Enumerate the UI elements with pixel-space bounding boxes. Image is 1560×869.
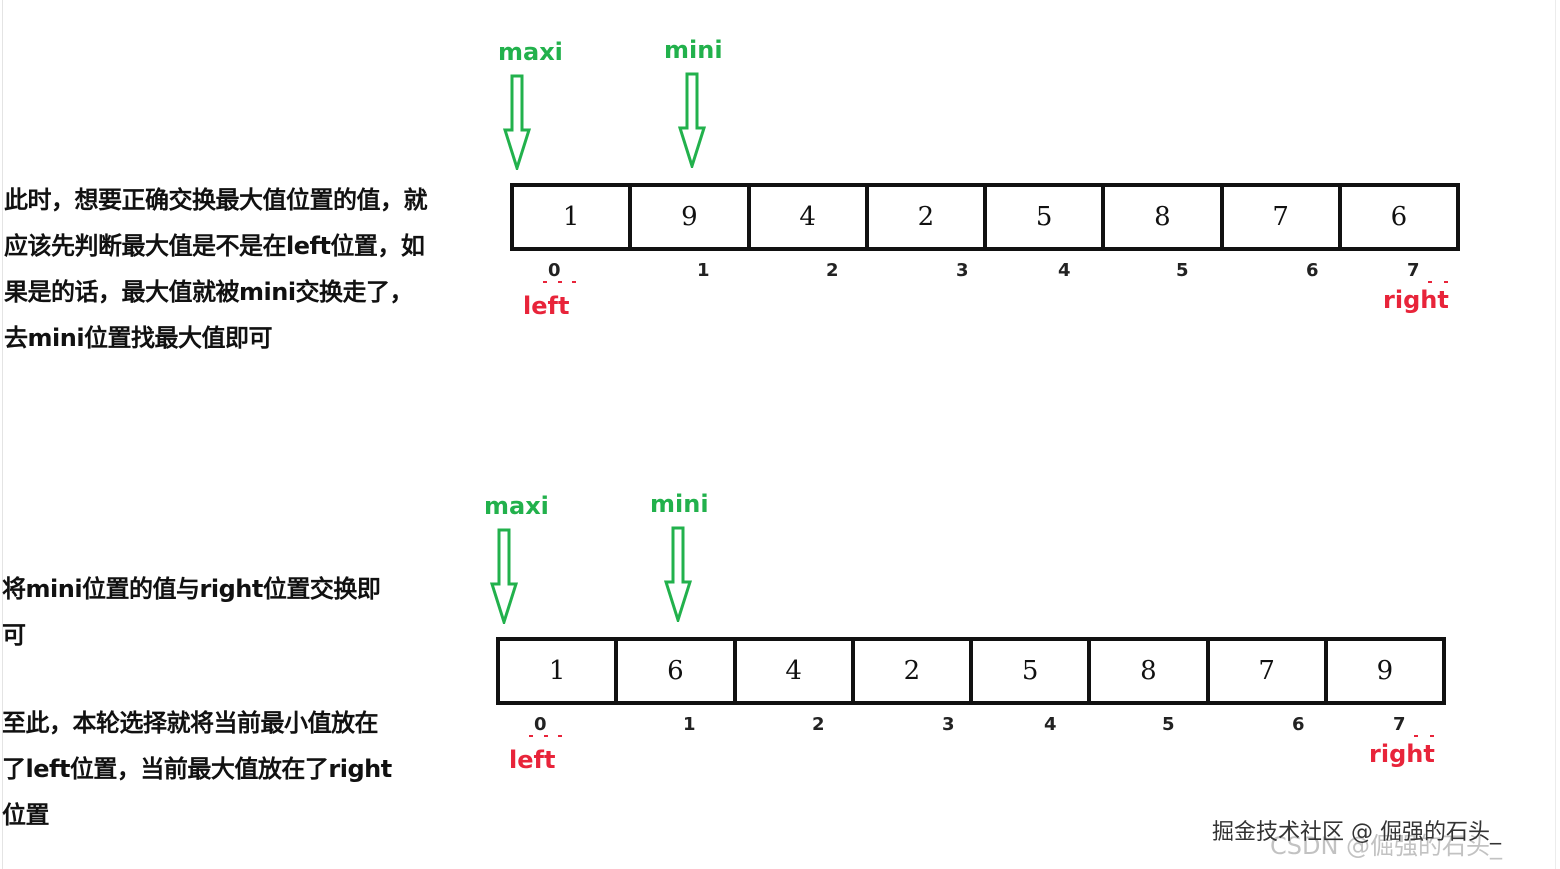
marker-tick <box>558 281 562 283</box>
panel2-desc-line: 位置 <box>2 801 49 829</box>
array-index: 2 <box>812 714 825 735</box>
down-arrow-icon <box>503 74 531 170</box>
panel2-desc-line: 可 <box>2 621 26 649</box>
array-cell: 8 <box>1091 641 1210 701</box>
panel2-desc-line: 将mini位置的值与right位置交换即 <box>2 575 381 603</box>
array-index: 5 <box>1176 260 1189 281</box>
panel2-desc-line: 至此，本轮选择就将当前最小值放在 <box>2 709 378 737</box>
array-index: 1 <box>683 714 696 735</box>
left-edge-rule <box>2 0 3 869</box>
panel2-array: 1 6 4 2 5 8 7 9 <box>496 637 1446 705</box>
down-arrow-icon <box>490 528 518 624</box>
array-index: 4 <box>1044 714 1057 735</box>
panel2-mini-label: mini <box>650 490 709 518</box>
array-index: 6 <box>1306 260 1319 281</box>
array-index: 0 <box>548 260 561 281</box>
down-arrow-icon <box>678 72 706 168</box>
marker-tick <box>1430 735 1434 737</box>
array-cell: 4 <box>751 187 869 247</box>
panel1-array: 1 9 4 2 5 8 7 6 <box>510 183 1460 251</box>
array-cell: 4 <box>737 641 855 701</box>
array-cell: 9 <box>1376 656 1394 686</box>
marker-tick <box>558 735 562 737</box>
array-cell: 6 <box>1390 202 1408 232</box>
array-index: 7 <box>1393 714 1406 735</box>
array-cell: 9 <box>632 187 751 247</box>
panel2-right-label: right <box>1369 740 1435 768</box>
array-index: 2 <box>826 260 839 281</box>
watermark-primary: 掘金技术社区 @ 倔强的石头_ <box>1212 820 1501 845</box>
watermark-secondary: CSDN @倔强的石头_ <box>1270 832 1503 860</box>
panel2-left-label: left <box>509 746 556 774</box>
array-cell: 5 <box>987 187 1106 247</box>
array-index: 4 <box>1058 260 1071 281</box>
array-index: 1 <box>697 260 710 281</box>
array-cell: 5 <box>973 641 1092 701</box>
marker-tick <box>544 735 548 737</box>
panel2-description-a: 将mini位置的值与right位置交换即 可 <box>2 566 381 658</box>
array-cell: 1 <box>500 641 619 701</box>
panel1-description: 此时，想要正确交换最大值位置的值，就 应该先判断最大值是不是在left位置，如 … <box>4 177 428 361</box>
panel1-maxi-label: maxi <box>498 38 563 66</box>
array-cell: 2 <box>869 187 987 247</box>
array-cell: 6 <box>618 641 737 701</box>
array-index: 3 <box>956 260 969 281</box>
array-index: 7 <box>1407 260 1420 281</box>
marker-tick <box>543 281 547 283</box>
marker-tick <box>1444 281 1448 283</box>
right-edge-rule <box>1555 0 1556 869</box>
panel1-right-label: right <box>1383 286 1449 314</box>
array-index: 6 <box>1292 714 1305 735</box>
panel1-mini-label: mini <box>664 36 723 64</box>
panel1-desc-line: 去mini位置找最大值即可 <box>4 324 273 352</box>
marker-tick <box>1414 735 1418 737</box>
array-index: 0 <box>534 714 547 735</box>
panel1-desc-line: 果是的话，最大值就被mini交换走了， <box>4 278 414 306</box>
panel2-description-b: 至此，本轮选择就将当前最小值放在 了left位置，当前最大值放在了right 位… <box>2 700 392 838</box>
array-cell: 7 <box>1224 187 1342 247</box>
array-cell: 8 <box>1105 187 1224 247</box>
array-cell: 1 <box>514 187 633 247</box>
marker-tick <box>572 281 576 283</box>
marker-tick <box>1428 281 1432 283</box>
array-index: 3 <box>942 714 955 735</box>
panel1-desc-line: 应该先判断最大值是不是在left位置，如 <box>4 232 425 260</box>
array-cell: 7 <box>1210 641 1328 701</box>
panel1-desc-line: 此时，想要正确交换最大值位置的值，就 <box>4 186 428 214</box>
panel1-left-label: left <box>523 292 570 320</box>
marker-tick <box>529 735 533 737</box>
array-index: 5 <box>1162 714 1175 735</box>
array-cell: 2 <box>855 641 973 701</box>
down-arrow-icon <box>664 526 692 622</box>
panel2-desc-line: 了left位置，当前最大值放在了right <box>2 755 392 783</box>
panel2-maxi-label: maxi <box>484 492 549 520</box>
